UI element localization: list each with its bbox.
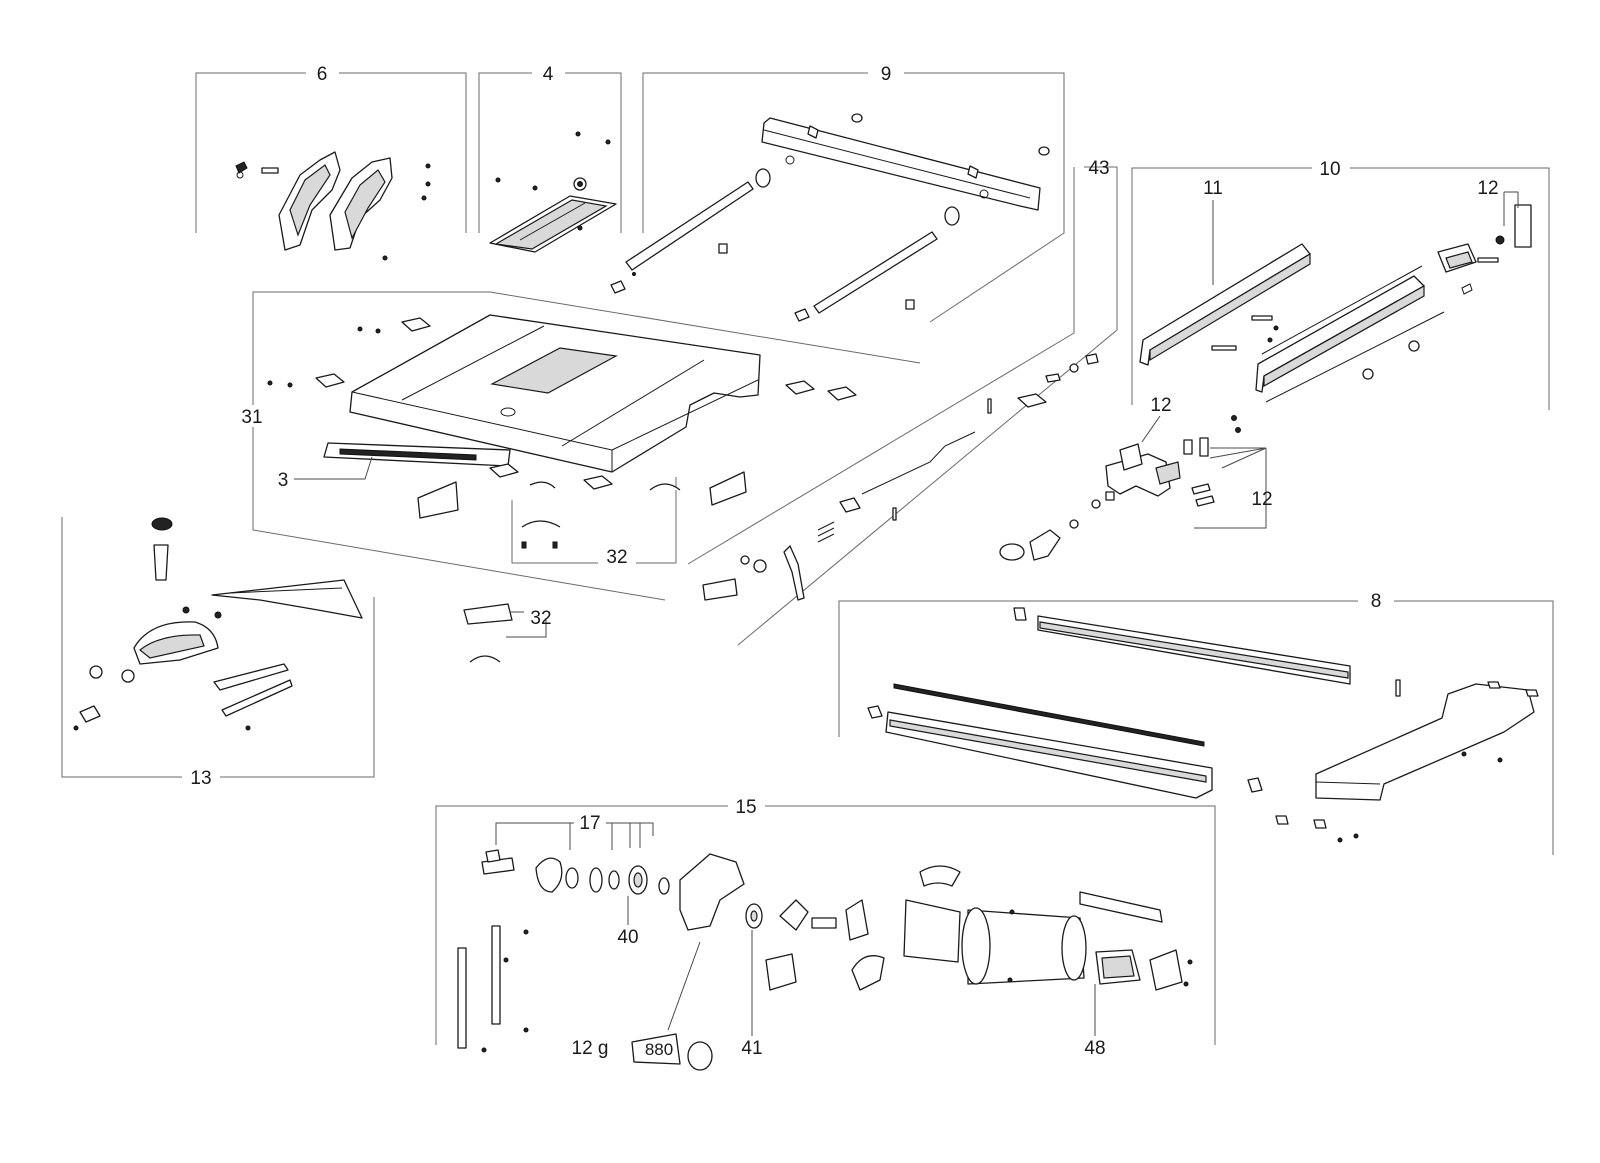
- group-6-blade-guard: 6: [195, 64, 467, 261]
- group-15-motor-drive: 15 17 40 880 12 g 41: [435, 797, 1216, 1071]
- group-43-height-mechanism: 43: [687, 158, 1118, 646]
- callout-41: 41: [741, 1038, 762, 1059]
- callout-32-a: 32: [606, 547, 627, 568]
- callout-12-top: 12: [1477, 178, 1498, 199]
- group-8-side-extension: 8: [838, 591, 1554, 855]
- group-13-mitre-gauge: 13: [61, 517, 375, 789]
- callout-31: 31: [241, 407, 262, 428]
- callout-13: 13: [190, 768, 211, 789]
- callout-4: 4: [543, 64, 554, 85]
- callout-15: 15: [735, 797, 756, 818]
- group-9-rear-rail: 9: [610, 64, 1065, 323]
- group-32-brackets: 32 32: [463, 477, 681, 663]
- callout-3-group: 3: [278, 456, 373, 491]
- callout-32-b: 32: [530, 608, 551, 629]
- fence-lock-assembly: 12 12: [999, 395, 1273, 561]
- callout-48: 48: [1084, 1038, 1105, 1059]
- callout-3: 3: [278, 470, 289, 491]
- callout-17: 17: [579, 813, 600, 834]
- callout-11: 11: [1203, 178, 1223, 199]
- group-31-table: 31: [241, 291, 921, 601]
- callout-10: 10: [1319, 159, 1340, 180]
- group-10-rip-fence: 10 11 12: [1131, 159, 1550, 410]
- callout-9: 9: [881, 64, 892, 85]
- grease-quantity: 12 g: [572, 1038, 609, 1059]
- callout-12-mid: 12: [1150, 395, 1171, 416]
- grease-code: 880: [645, 1040, 673, 1059]
- callout-40: 40: [617, 927, 638, 948]
- callout-12-right: 12: [1251, 489, 1272, 510]
- callout-8: 8: [1371, 591, 1382, 612]
- callout-6: 6: [317, 64, 328, 85]
- group-4-throat-plate: 4: [478, 64, 622, 253]
- callout-43: 43: [1088, 158, 1109, 179]
